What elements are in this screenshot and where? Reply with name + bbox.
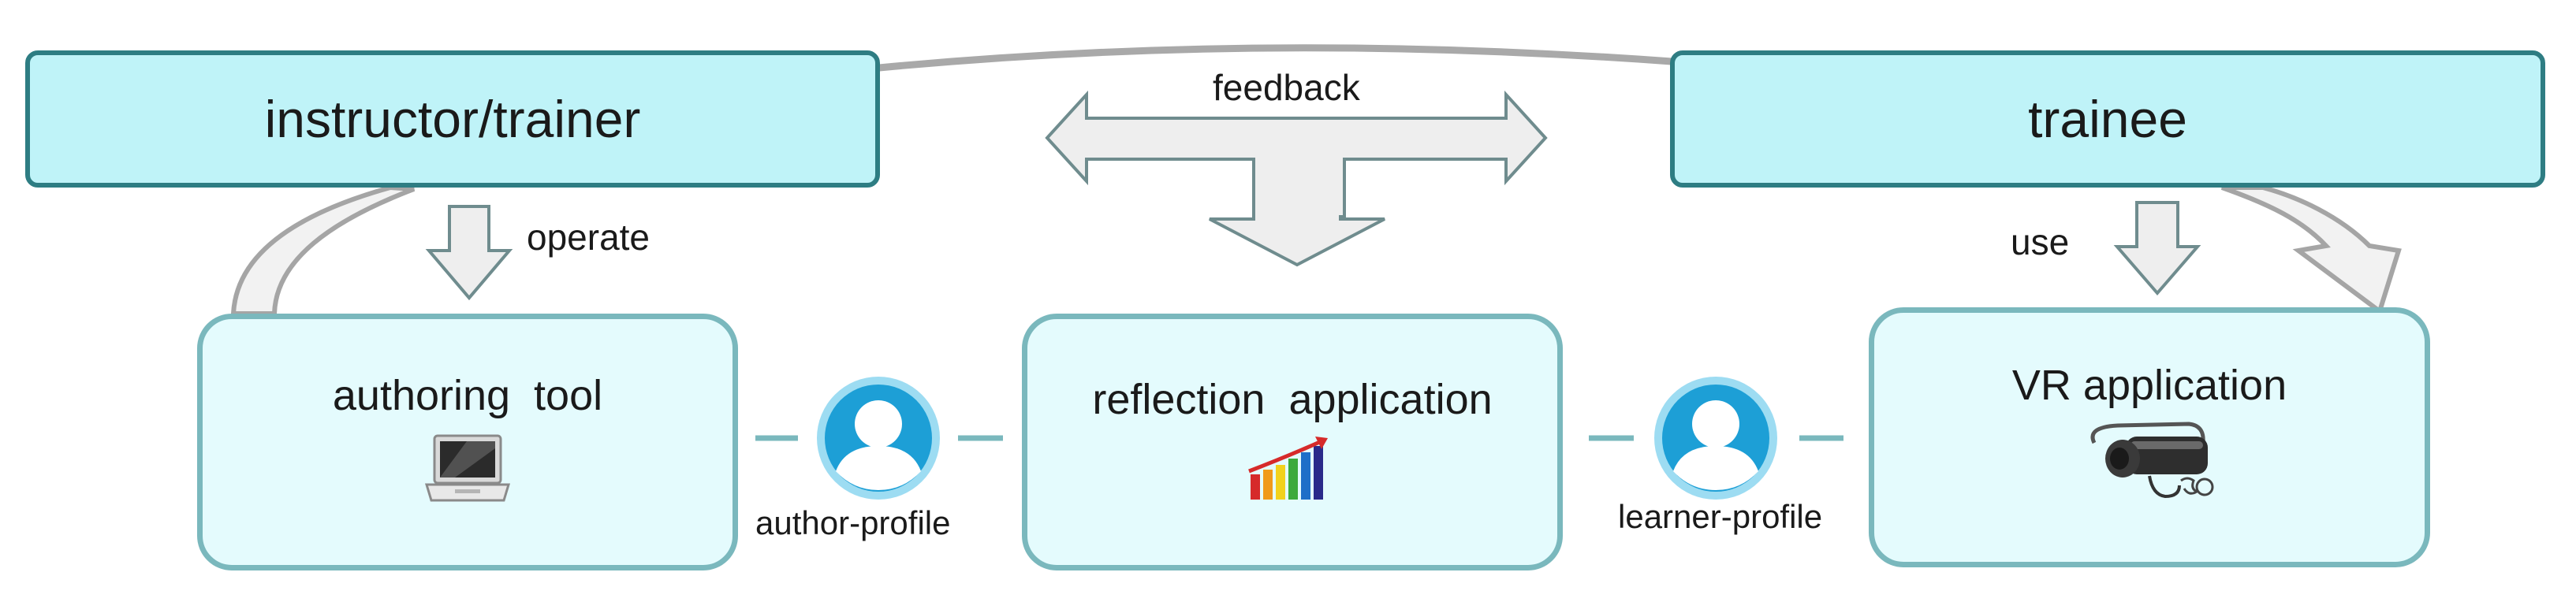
vr-application-box: VR application xyxy=(1869,307,2430,567)
learner-profile-label: learner-profile xyxy=(1618,498,1823,535)
left-curve-band xyxy=(230,184,416,316)
feedback-arrow xyxy=(1045,90,1548,267)
right-curve-arrow xyxy=(2220,185,2402,315)
instructor-trainer-label: instructor/trainer xyxy=(264,90,641,148)
vr-application-label: VR application xyxy=(2011,362,2287,409)
trainee-box: trainee xyxy=(1670,50,2545,188)
operate-label: operate xyxy=(527,217,651,258)
use-arrow xyxy=(2113,201,2201,296)
reflection-application-box: reflection application xyxy=(1022,314,1563,570)
instructor-trainer-box: instructor/trainer xyxy=(25,50,880,188)
top-link-line xyxy=(878,44,1672,72)
growth-bar-chart-icon xyxy=(1248,437,1328,500)
learner-profile-avatar-icon xyxy=(1654,377,1777,500)
operate-arrow xyxy=(425,205,513,301)
authoring-tool-label: authoring tool xyxy=(332,372,603,419)
author-profile-avatar-icon xyxy=(817,377,940,500)
feedback-label: feedback xyxy=(1213,67,1360,108)
laptop-icon xyxy=(424,434,511,502)
authoring-tool-box: authoring tool xyxy=(197,314,738,570)
vr-headset-icon xyxy=(2090,422,2214,499)
trainee-label: trainee xyxy=(2028,90,2187,148)
use-label: use xyxy=(2011,221,2070,262)
author-profile-label: author-profile xyxy=(755,504,951,541)
reflection-application-label: reflection application xyxy=(1092,376,1493,423)
